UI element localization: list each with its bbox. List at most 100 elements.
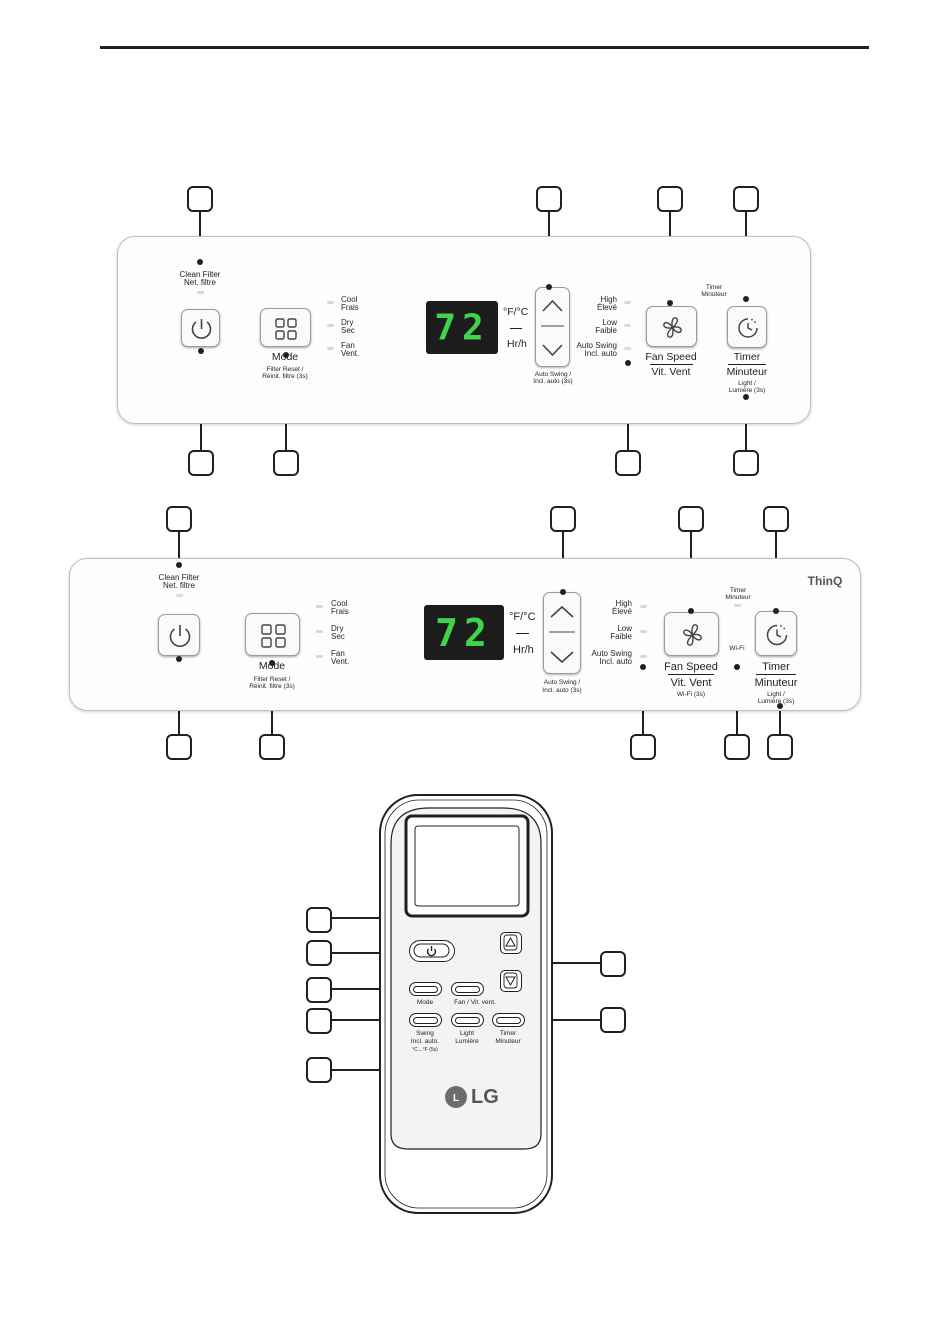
down-arrow-button[interactable] <box>535 327 570 367</box>
up-arrow-button[interactable] <box>535 287 570 327</box>
auto-swing-hold-label-fr: Incl. auto (3s) <box>533 378 573 385</box>
timer-label: Timer <box>733 351 761 363</box>
timer-led-label-fr: Minuteur <box>725 594 751 601</box>
dry-label: Dry <box>331 624 344 633</box>
low-led <box>640 630 647 633</box>
filter-reset-label: Filter Reset / <box>266 366 304 373</box>
callout-anchor <box>560 589 566 595</box>
callout-box <box>306 1008 332 1034</box>
power-button[interactable] <box>158 614 200 656</box>
power-button[interactable] <box>181 309 220 347</box>
chevron-up-icon <box>541 299 564 327</box>
callout-anchor <box>283 352 289 358</box>
auto-swing-label: Auto Swing <box>576 341 617 350</box>
callout-box <box>600 1007 626 1033</box>
remote-timer-button[interactable] <box>492 1013 525 1027</box>
callout-box <box>306 940 332 966</box>
filter-reset-label: Filter Reset / <box>253 676 291 683</box>
wifi-hold-label: Wi-Fi (3s) <box>676 691 706 698</box>
high-led <box>624 301 631 304</box>
cool-label-fr: Frais <box>331 607 349 616</box>
timer-label-fr: Minuteur <box>726 366 768 378</box>
timer-label: Timer <box>762 661 790 673</box>
cool-led <box>327 301 334 304</box>
dry-label-fr: Sec <box>331 632 345 641</box>
callout-anchor <box>197 259 203 265</box>
callout-anchor <box>269 660 275 666</box>
callout-anchor <box>198 348 204 354</box>
callout-box <box>733 186 759 212</box>
callout-box <box>678 506 704 532</box>
callout-anchor <box>777 703 783 709</box>
remote-swing-label-fr: Incl. auto. <box>410 1038 440 1045</box>
auto-swing-label-fr: Incl. auto <box>599 657 632 666</box>
mode-button[interactable] <box>260 308 311 347</box>
timer-button[interactable] <box>755 611 797 656</box>
temperature-display: 72 <box>426 301 498 354</box>
callout-box <box>630 734 656 760</box>
light-hold-label-fr: Lumière (3s) <box>757 698 795 705</box>
remote-up-button[interactable] <box>500 932 522 954</box>
fan-led <box>327 347 334 350</box>
chevron-down-icon <box>550 651 574 664</box>
callout-anchor <box>546 284 552 290</box>
remote-power-button[interactable] <box>409 940 455 962</box>
fan-icon <box>683 624 702 646</box>
callout-anchor <box>625 360 631 366</box>
svg-text:L: L <box>453 1093 459 1104</box>
timer-led-label: Timer <box>705 284 723 291</box>
thinq-logo: ThinQ <box>807 574 843 588</box>
clock-icon <box>738 318 758 338</box>
up-arrow-button[interactable] <box>543 592 581 633</box>
unit-divider <box>516 633 529 634</box>
mode-button[interactable] <box>245 613 300 656</box>
callout-box <box>188 450 214 476</box>
down-arrow-button[interactable] <box>543 633 581 674</box>
remote-swing-button[interactable] <box>409 1013 442 1027</box>
filter-reset-label-fr: Réinit. filtre (3s) <box>262 373 308 380</box>
header-rule <box>100 46 869 49</box>
callout-box <box>657 186 683 212</box>
fan-speed-button[interactable] <box>664 612 719 656</box>
callout-anchor <box>176 562 182 568</box>
chevron-up-icon <box>549 605 575 633</box>
high-label-fr: Élevé <box>611 607 632 616</box>
fan-label: Fan <box>341 341 355 350</box>
clean-filter-label: Clean Filter <box>179 270 221 279</box>
timer-button[interactable] <box>727 306 767 348</box>
dry-led <box>316 630 323 633</box>
triangle-down-icon <box>503 972 518 989</box>
callout-box <box>615 450 641 476</box>
fan-speed-divider <box>650 364 693 365</box>
callout-box <box>306 907 332 933</box>
remote-light-button[interactable] <box>451 1013 484 1027</box>
unit-temp-label: °F/°C <box>503 306 529 318</box>
callout-box <box>166 506 192 532</box>
callout-box <box>767 734 793 760</box>
callout-box <box>724 734 750 760</box>
remote-down-button[interactable] <box>500 970 522 992</box>
clean-filter-led <box>176 594 183 597</box>
remote-light-label-fr: Lumière <box>455 1038 479 1045</box>
unit-divider <box>510 328 522 329</box>
light-hold-label: Light / <box>767 691 785 698</box>
fan-label: Fan <box>331 649 345 658</box>
triangle-up-icon <box>503 934 518 951</box>
low-label-fr: Faible <box>595 326 617 335</box>
remote-mode-button[interactable] <box>409 982 442 996</box>
cool-label-fr: Frais <box>341 303 359 312</box>
temperature-display: 72 <box>424 605 504 660</box>
callout-box <box>600 951 626 977</box>
cool-label: Cool <box>331 599 348 608</box>
callout-box <box>763 506 789 532</box>
display-digits: 72 <box>435 610 493 655</box>
callout-box <box>187 186 213 212</box>
callout-box <box>550 506 576 532</box>
fan-speed-button[interactable] <box>646 306 697 347</box>
unit-time-label: Hr/h <box>507 338 527 350</box>
high-label: High <box>615 599 632 608</box>
remote-fan-button[interactable] <box>451 982 484 996</box>
timer-label-fr: Minuteur <box>754 677 798 689</box>
mode-label: Mode <box>258 660 286 672</box>
fan-speed-label: Fan Speed <box>645 351 697 363</box>
